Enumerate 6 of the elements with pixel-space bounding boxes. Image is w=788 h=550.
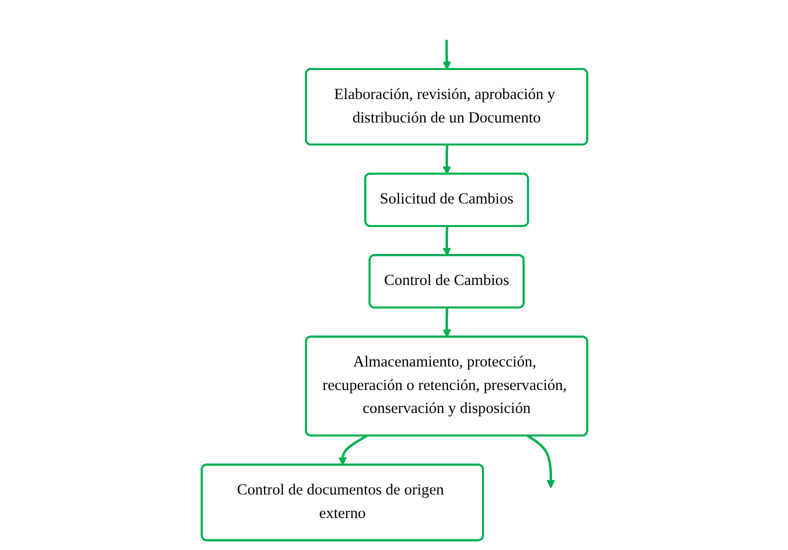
- arrow: [338, 434, 367, 465]
- arrow: [442, 144, 451, 174]
- arrow: [442, 226, 451, 256]
- arrow: [526, 434, 555, 488]
- arrow: [442, 39, 451, 70]
- arrow: [442, 307, 451, 337]
